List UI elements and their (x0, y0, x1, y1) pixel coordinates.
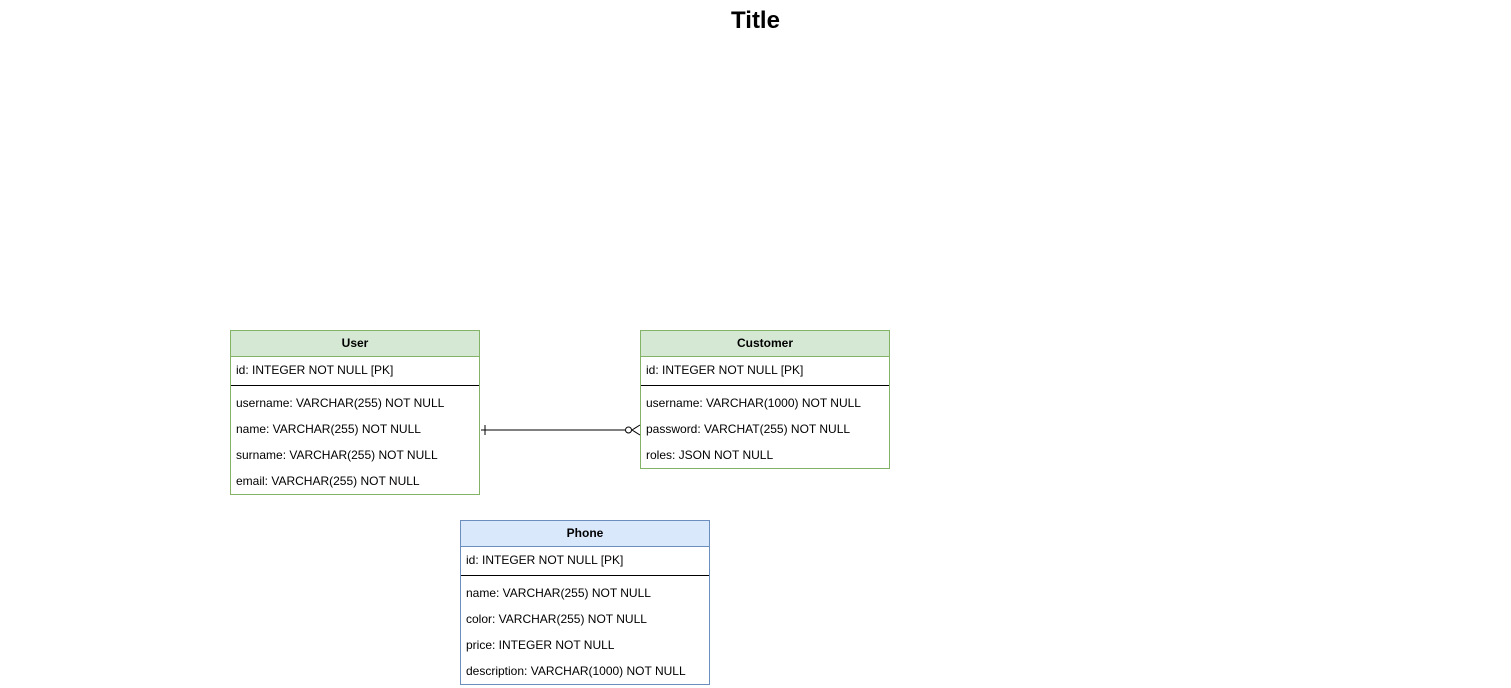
entity-field: price: INTEGER NOT NULL (466, 638, 615, 652)
zero-marker (625, 426, 632, 434)
many-marker-lower (631, 429, 641, 436)
entity-field: password: VARCHAT(255) NOT NULL (646, 422, 851, 436)
entity-field: description: VARCHAR(1000) NOT NULL (466, 664, 686, 678)
entity-customer-pk: id: INTEGER NOT NULL [PK] (641, 357, 889, 386)
entity-field: name: VARCHAR(255) NOT NULL (466, 586, 651, 600)
entity-field: surname: VARCHAR(255) NOT NULL (236, 448, 438, 462)
entity-field: name: VARCHAR(255) NOT NULL (236, 422, 421, 436)
entity-user-pk: id: INTEGER NOT NULL [PK] (231, 357, 479, 386)
entity-field: email: VARCHAR(255) NOT NULL (236, 474, 420, 488)
entity-customer[interactable]: Customer id: INTEGER NOT NULL [PK] usern… (640, 330, 890, 469)
entity-user-fields: username: VARCHAR(255) NOT NULL name: VA… (231, 386, 479, 494)
entity-customer-name: Customer (641, 331, 889, 357)
entity-phone[interactable]: Phone id: INTEGER NOT NULL [PK] name: VA… (460, 520, 710, 685)
entity-customer-fields: username: VARCHAR(1000) NOT NULL passwor… (641, 386, 889, 468)
entity-field: username: VARCHAR(255) NOT NULL (236, 396, 445, 410)
entity-phone-name: Phone (461, 521, 709, 547)
page-title: Title (731, 7, 780, 34)
entity-phone-pk: id: INTEGER NOT NULL [PK] (461, 547, 709, 576)
entity-phone-fields: name: VARCHAR(255) NOT NULL color: VARCH… (461, 576, 709, 684)
relation-user-customer[interactable] (481, 424, 641, 436)
entity-user[interactable]: User id: INTEGER NOT NULL [PK] username:… (230, 330, 480, 495)
entity-user-name: User (231, 331, 479, 357)
many-marker-upper (631, 424, 641, 431)
entity-field: roles: JSON NOT NULL (646, 448, 774, 462)
entity-field: username: VARCHAR(1000) NOT NULL (646, 396, 861, 410)
entity-field: color: VARCHAR(255) NOT NULL (466, 612, 647, 626)
